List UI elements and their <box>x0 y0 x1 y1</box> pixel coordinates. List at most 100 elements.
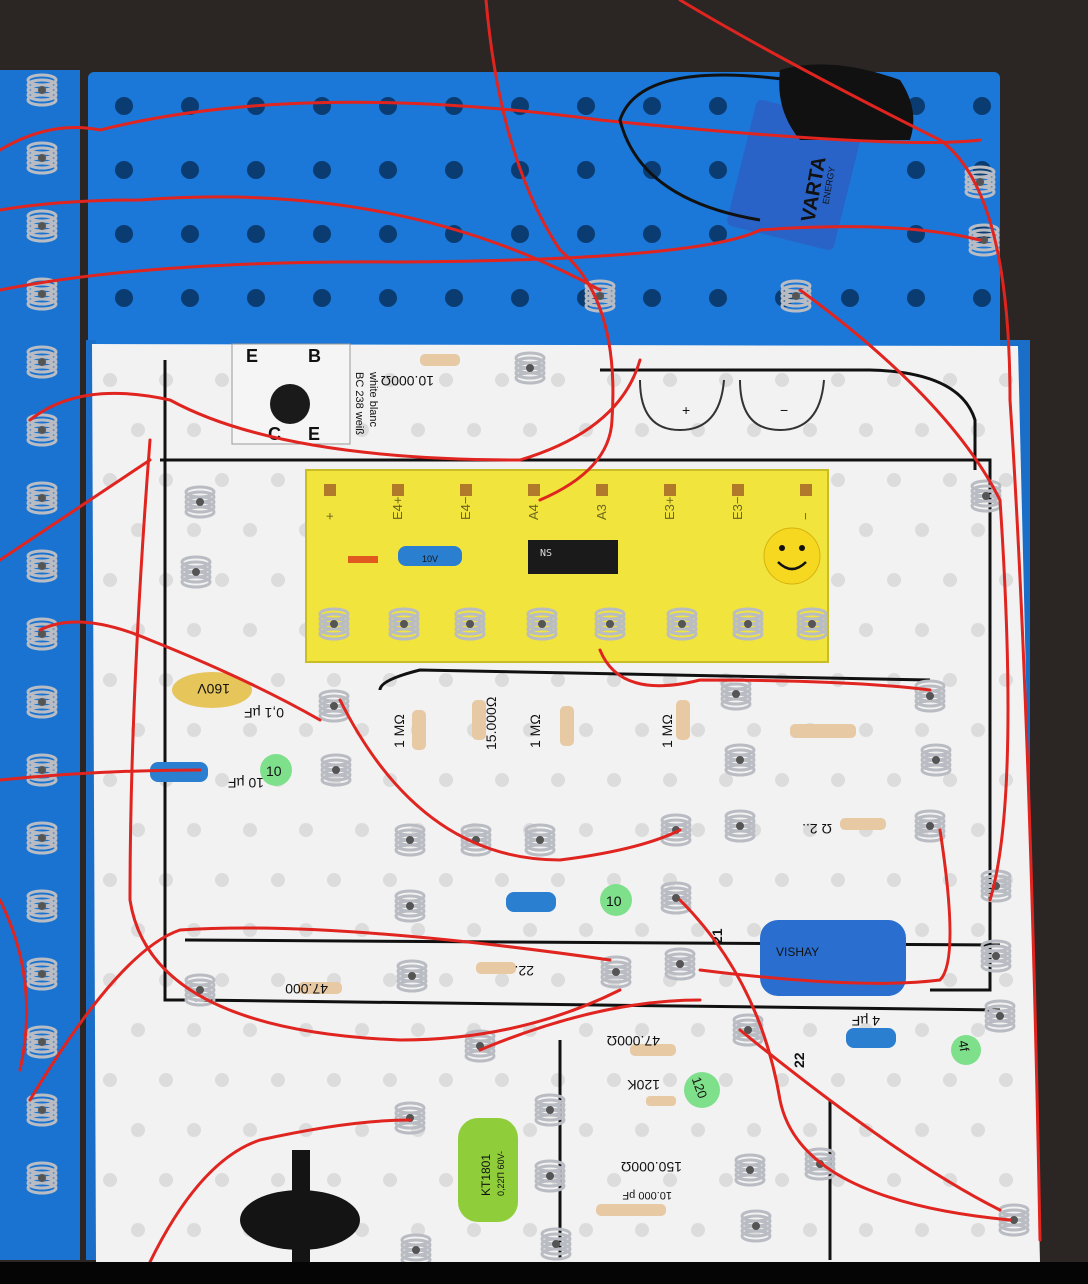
sheet-labels: 10.000Ω 0,1 µF 10 µF 1 MΩ 15.000Ω 1 MΩ 1… <box>228 373 880 1201</box>
label-r-top: 10.000Ω <box>381 373 434 389</box>
sheet-spring <box>984 999 1016 1033</box>
capacitor-01uf-body: 160V <box>197 681 230 697</box>
sheet-spring <box>732 607 764 641</box>
holder-plus: + <box>682 402 690 418</box>
chip-pin-post <box>392 484 404 496</box>
battery-holder-print: + − <box>639 379 825 432</box>
sheet-spring <box>796 607 828 641</box>
peg-hole <box>643 225 661 243</box>
battery-black-wire <box>618 73 791 222</box>
label-r-1m-c: 1 MΩ <box>659 714 675 748</box>
holder-minus: − <box>780 402 788 418</box>
label-r-47k: 47.000Ω <box>607 1033 660 1049</box>
capacitor-kt-sub: 0,22Π 60V- <box>496 1151 506 1196</box>
sheet-spring <box>664 947 696 981</box>
peg-hole <box>181 289 199 307</box>
peg-hole <box>379 97 397 115</box>
peg-hole <box>313 161 331 179</box>
label-r-150k: 150.000Ω <box>621 1159 682 1175</box>
capacitor-kt <box>458 1118 518 1222</box>
sheet-spring <box>394 889 426 923</box>
chip-capacitor <box>398 546 462 566</box>
peg-hole <box>313 225 331 243</box>
sheet-spring <box>394 1101 426 1135</box>
left-spring <box>26 753 58 787</box>
chip-pin-post <box>596 484 608 496</box>
sheet-spring <box>396 959 428 993</box>
sheet-spring <box>394 823 426 857</box>
capacitor-10uf-left <box>150 762 208 782</box>
transistor-body <box>270 384 310 424</box>
left-spring <box>26 413 58 447</box>
sheet-spring <box>534 1093 566 1127</box>
bottom-bar <box>0 1262 1088 1284</box>
sheet-spring <box>914 809 946 843</box>
sticker-3: 120 <box>689 1075 711 1101</box>
red-wires <box>0 0 1042 1264</box>
peg-hole <box>841 289 859 307</box>
spring-terminal <box>968 223 1000 257</box>
peg-hole <box>709 97 727 115</box>
pin-b: B <box>308 346 321 366</box>
components: 160V VISHAY KT1801 0,22Π 60V- <box>150 354 906 1270</box>
sheet-spring <box>318 607 350 641</box>
peg-hole <box>643 97 661 115</box>
sheet-spring <box>318 689 350 723</box>
chip-pin-label: A4 <box>526 504 541 520</box>
ic-chip <box>528 540 618 574</box>
transistor-label-1: BC 238 weiß <box>353 372 365 435</box>
sheet-spring <box>724 809 756 843</box>
chip-pin-post <box>800 484 812 496</box>
sheet-spring <box>594 607 626 641</box>
label-c-10000pf: 10.000 pF <box>622 1189 672 1201</box>
resistor-47k <box>630 1044 676 1056</box>
peg-hole <box>313 97 331 115</box>
transistor-label-2: white blanc <box>367 371 379 428</box>
label-r-1m-b: 1 MΩ <box>527 714 543 748</box>
peg-hole <box>973 97 991 115</box>
peg-hole <box>181 225 199 243</box>
smiley-sticker <box>763 527 821 585</box>
spring-terminal <box>964 165 996 199</box>
peg-hole <box>181 161 199 179</box>
green-stickers: 10 10 120 4f <box>260 754 981 1108</box>
sheet-spring <box>734 1153 766 1187</box>
peg-hole <box>115 97 133 115</box>
pin-e2: E <box>308 424 320 444</box>
chip-pin-label: E3− <box>730 497 745 521</box>
sheet-spring <box>660 813 692 847</box>
resistor-right <box>790 724 856 738</box>
resistor-top <box>420 354 460 366</box>
label-r-47k-lower: 47.000 <box>285 981 328 997</box>
peg-hole <box>379 225 397 243</box>
sheet-spring <box>524 823 556 857</box>
left-spring <box>26 73 58 107</box>
label-r-15k: 15.000Ω <box>483 697 499 750</box>
sheet-spring <box>724 743 756 777</box>
sheet-spring <box>534 1159 566 1193</box>
peg-hole <box>643 161 661 179</box>
sheet-spring <box>980 939 1012 973</box>
sheet-spring <box>666 607 698 641</box>
sheet-spring <box>180 555 212 589</box>
left-spring <box>26 481 58 515</box>
chip-pin-label: A3 <box>594 504 609 520</box>
resistor-120k <box>646 1096 676 1106</box>
label-r-22k: 22. <box>515 963 534 979</box>
chip-diode <box>348 556 378 563</box>
label-r-120k: 120K <box>627 1077 660 1093</box>
left-spring <box>26 821 58 855</box>
left-spring <box>26 209 58 243</box>
label-node-22: 22 <box>791 1052 807 1068</box>
label-r-side: Ω 2.. <box>802 821 832 837</box>
peg-hole <box>577 97 595 115</box>
sheet-spring <box>660 881 692 915</box>
resistor-22k <box>476 962 516 974</box>
chip-capacitor-label: 10V <box>422 554 438 564</box>
battery: VARTA ENERGY <box>727 64 914 251</box>
peg-hole <box>907 289 925 307</box>
chip-pin-post <box>460 484 472 496</box>
resistor-1m-c <box>676 700 690 740</box>
resistor-15k <box>472 700 486 740</box>
peg-hole <box>115 161 133 179</box>
